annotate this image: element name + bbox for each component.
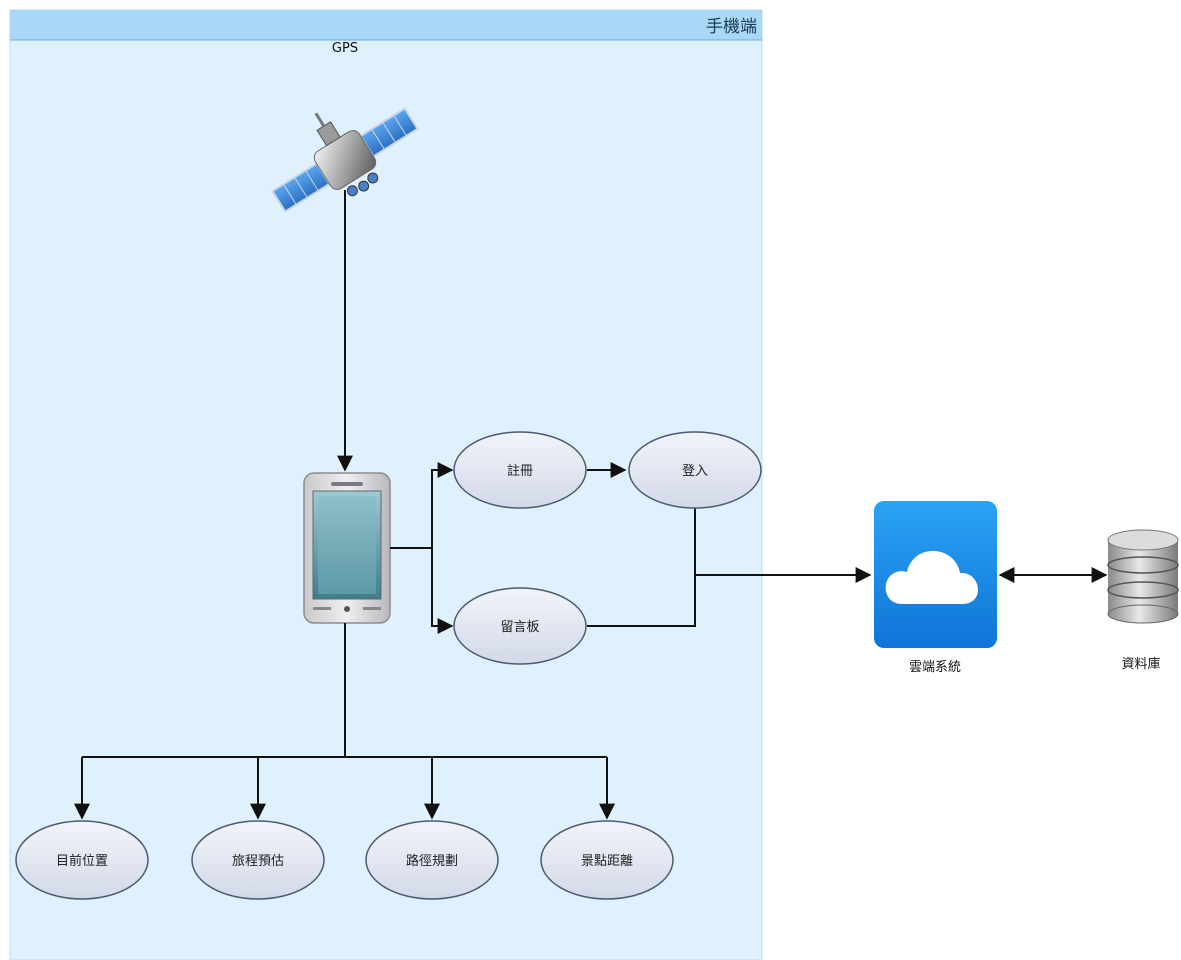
node-trip-estimate: 旅程預估: [191, 820, 325, 900]
node-board: 留言板: [453, 587, 587, 665]
node-login: 登入: [628, 431, 762, 509]
satellite-icon: [271, 107, 419, 213]
node-register-label: 註冊: [507, 464, 533, 479]
bottom-bus-connector: [74, 623, 615, 820]
cloud-label: 雲端系統: [909, 660, 961, 675]
node-route-planning: 路徑規劃: [365, 820, 499, 900]
node-route-planning-label: 路徑規劃: [406, 853, 458, 869]
node-trip-estimate-label: 旅程預估: [232, 854, 284, 869]
mobile-to-cloud-connector: [587, 508, 872, 627]
node-login-label: 登入: [682, 464, 708, 479]
node-board-label: 留言板: [500, 620, 539, 635]
database-label: 資料庫: [1121, 657, 1160, 672]
node-current-location-label: 目前位置: [56, 853, 108, 869]
node-register: 註冊: [453, 431, 587, 509]
cloud-icon: [874, 501, 997, 648]
node-spot-distance-label: 景點距離: [581, 854, 633, 869]
phone-branch-connector: [390, 462, 454, 634]
smartphone-icon: [303, 472, 391, 624]
swimlane-title: 手機端: [706, 17, 757, 37]
node-current-location: 目前位置: [15, 820, 149, 900]
gps-label: GPS: [332, 41, 358, 56]
node-spot-distance: 景點距離: [540, 820, 674, 900]
database-icon: [1107, 529, 1179, 624]
